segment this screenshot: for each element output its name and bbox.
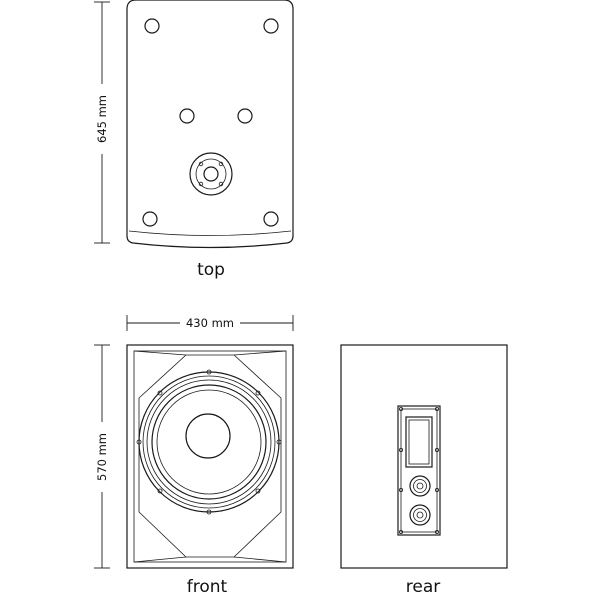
- foot-hole: [144, 18, 160, 34]
- foot-hole: [142, 211, 158, 227]
- rear-cabinet: [340, 344, 508, 569]
- rear-connector-panel: [397, 405, 441, 536]
- width-dimension-label: 430 mm: [186, 316, 234, 330]
- depth-dimension: 645 mm: [94, 1, 110, 244]
- top-view-label: top: [197, 260, 225, 280]
- front-view-label: front: [187, 577, 228, 597]
- woofer-dust-cap: [185, 413, 231, 459]
- rear-panel-screws: [398, 406, 439, 535]
- top-view-front-edge: [128, 230, 292, 236]
- rigging-points: [179, 108, 253, 124]
- height-dimension: 570 mm: [94, 344, 110, 569]
- front-cabinet: [126, 344, 294, 569]
- speakon-connector: [409, 504, 431, 526]
- woofer-frame: [138, 371, 280, 513]
- height-dimension-label: 570 mm: [95, 433, 109, 481]
- woofer-surround: [151, 384, 267, 500]
- rigging-hole: [179, 108, 195, 124]
- foot-hole: [263, 18, 279, 34]
- foot-hole: [263, 211, 279, 227]
- front-grille-frame: [133, 350, 287, 563]
- depth-dimension-label: 645 mm: [95, 95, 109, 143]
- top-corner-feet: [142, 18, 279, 227]
- rear-view-label: rear: [406, 577, 440, 597]
- rear-panel-window: [405, 416, 433, 468]
- woofer: [136, 369, 282, 515]
- speakon-connector: [409, 475, 431, 497]
- pole-mount-flange: [189, 152, 233, 196]
- width-dimension: 430 mm: [126, 315, 294, 331]
- top-view: [126, 0, 294, 249]
- rear-view: [340, 344, 508, 569]
- top-view-outline: [126, 0, 294, 249]
- front-view: [126, 344, 294, 569]
- rigging-hole: [237, 108, 253, 124]
